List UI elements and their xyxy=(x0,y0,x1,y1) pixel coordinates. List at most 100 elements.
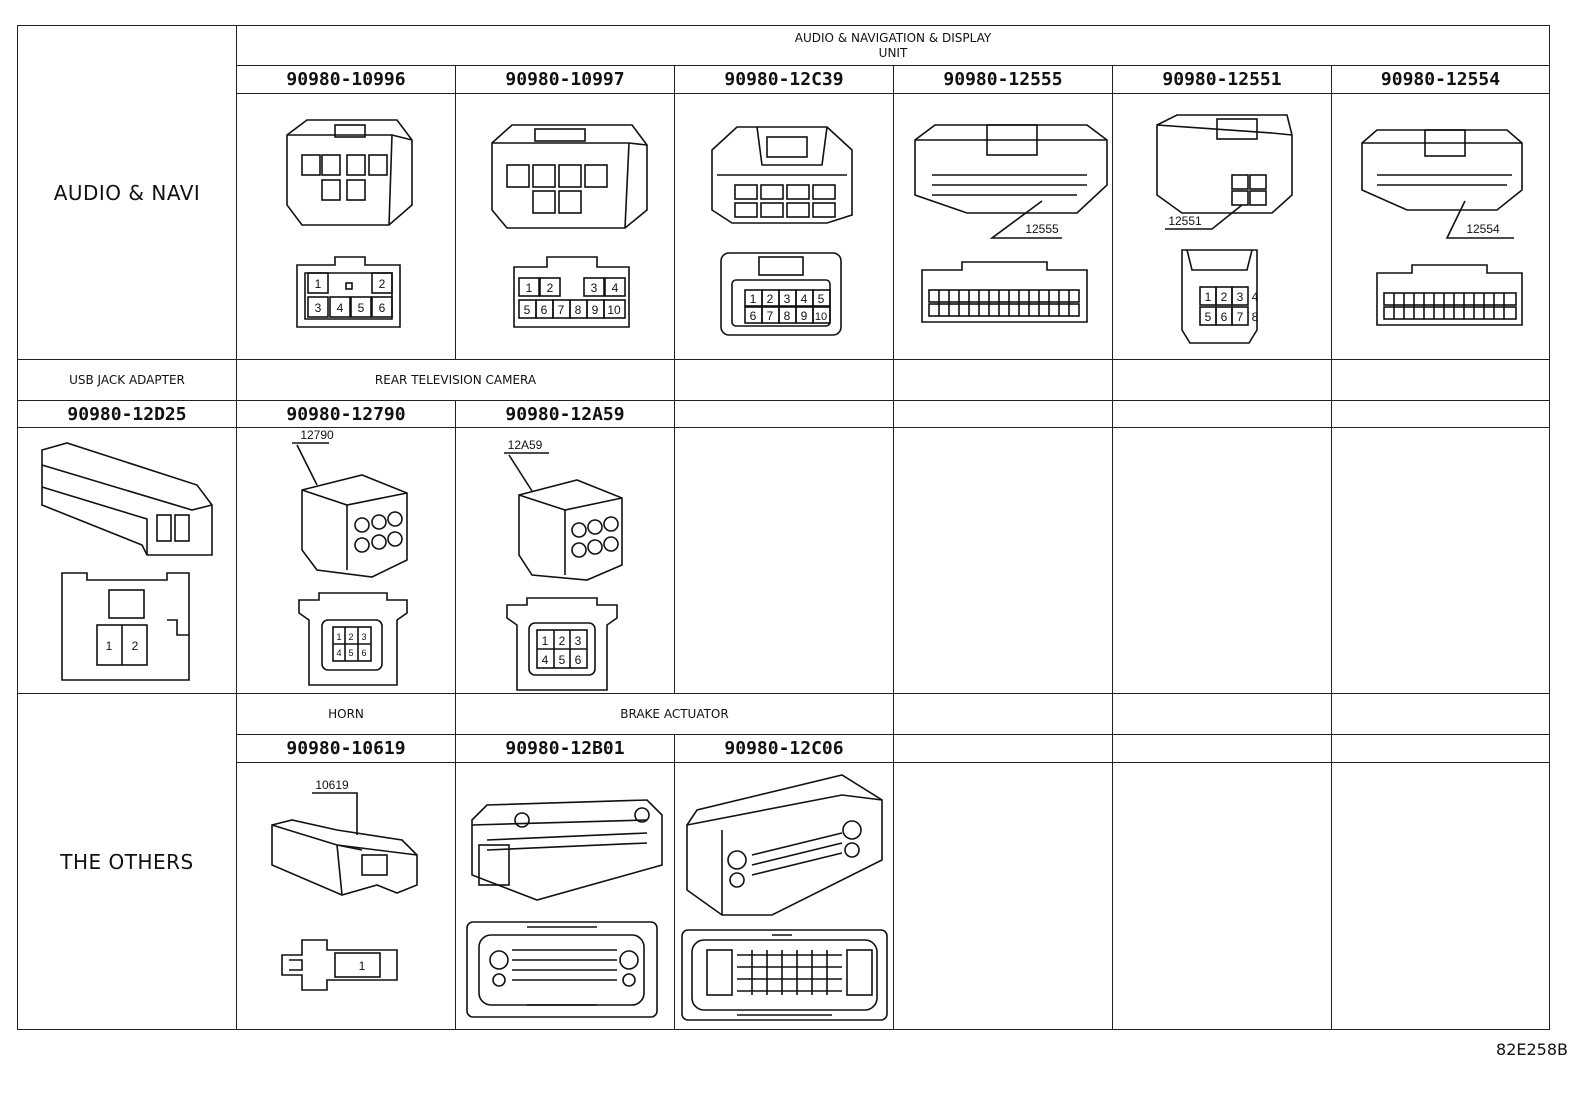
pin-label: 6 xyxy=(750,309,757,323)
callout-leader xyxy=(989,200,1062,239)
pin-label: 7 xyxy=(767,309,774,323)
pin-label: 8 xyxy=(1252,310,1259,324)
header-text: BRAKE ACTUATOR xyxy=(620,706,729,721)
pin-label: 5 xyxy=(524,303,531,317)
pin-label: 8 xyxy=(575,303,582,317)
pin-label: 10 xyxy=(815,311,827,323)
connector-12554-iso-icon xyxy=(1361,129,1523,211)
pin-label: 6 xyxy=(575,653,582,667)
part-number-text: 90980-12C39 xyxy=(724,69,844,90)
connector-12d25-iso-icon xyxy=(41,442,213,556)
connector-12790-iso-icon xyxy=(301,474,408,578)
connector-10997-face xyxy=(513,256,630,328)
connector-10619-iso-icon xyxy=(271,819,418,896)
pin-label: 4 xyxy=(542,653,549,667)
header-line-2: UNIT xyxy=(878,45,908,60)
pin-label: 6 xyxy=(1221,310,1228,324)
connector-12b01-iso-icon xyxy=(471,799,663,901)
part-number-text: 90980-12C06 xyxy=(724,738,844,759)
pin-label: 5 xyxy=(358,301,365,315)
pin-label: 1 xyxy=(750,292,757,306)
header-line-1: AUDIO & NAVIGATION & DISPLAY xyxy=(794,30,992,45)
connector-10996-iso-icon xyxy=(286,119,413,226)
pin-label: 5 xyxy=(559,653,566,667)
connector-12a59-face xyxy=(506,597,618,691)
connector-12790-face xyxy=(298,592,408,686)
pin-label: 6 xyxy=(541,303,548,317)
part-number-text: 90980-12B01 xyxy=(505,738,625,759)
pin-label: 2 xyxy=(1221,290,1228,304)
group-label-text: THE OTHERS xyxy=(60,849,194,874)
pin-label: 6 xyxy=(379,301,386,315)
part-number-text: 90980-12A59 xyxy=(505,403,625,425)
connector-12c39-face xyxy=(720,252,842,336)
callout-leader xyxy=(312,792,358,835)
pin-label: 2 xyxy=(559,634,566,648)
group-label-text: AUDIO & NAVI xyxy=(53,180,201,205)
pin-label: 3 xyxy=(1237,290,1244,304)
connector-12c06-iso-icon xyxy=(686,774,883,916)
connector-12555-iso-icon xyxy=(914,124,1108,214)
pin-label: 3 xyxy=(315,301,322,315)
connector-table: AUDIO & NAVI AUDIO & NAVIGATION & DISPLA… xyxy=(17,25,1579,1048)
pin-label: 6 xyxy=(361,648,366,658)
pin-label: 3 xyxy=(784,292,791,306)
pin-label: 4 xyxy=(336,648,341,658)
callout-leader xyxy=(292,442,329,486)
connector-drawings: 1 2 3 4 5 6 1 2 3 4 5 6 7 8 xyxy=(41,114,1523,1021)
pin-label: 1 xyxy=(542,634,549,648)
pin-label: 1 xyxy=(526,281,533,295)
connector-10996-face xyxy=(296,256,401,328)
callout-10619: 10619 xyxy=(315,778,349,792)
callout-leader xyxy=(1445,200,1514,239)
connector-12554-face xyxy=(1376,264,1523,326)
header-text: REAR TELEVISION CAMERA xyxy=(374,372,537,387)
pin-label: 1 xyxy=(315,277,322,291)
pin-label: 4 xyxy=(1252,290,1259,304)
connector-12d25-face xyxy=(61,572,190,681)
callout-leader xyxy=(504,452,549,492)
part-number-text: 90980-12790 xyxy=(286,403,406,425)
header-text: HORN xyxy=(328,706,364,721)
connector-12551-face xyxy=(1181,249,1258,344)
pin-label: 4 xyxy=(612,281,619,295)
connector-12551-iso-icon xyxy=(1156,114,1293,214)
part-number-text: 90980-10997 xyxy=(505,69,625,90)
pin-label: 3 xyxy=(361,632,366,642)
pin-label: 3 xyxy=(591,281,598,295)
pin-label: 5 xyxy=(818,292,825,306)
pin-label: 9 xyxy=(801,309,808,323)
pin-label: 3 xyxy=(575,634,582,648)
group-label-the-others: THE OTHERS xyxy=(17,693,237,1030)
callout-12790: 12790 xyxy=(300,428,334,442)
empty-drawing-cell xyxy=(1331,762,1550,1030)
pin-label: 5 xyxy=(1205,310,1212,324)
connector-12c39-iso-icon xyxy=(711,126,853,224)
connector-12a59-iso-icon xyxy=(518,479,623,581)
pin-label: 1 xyxy=(1205,290,1212,304)
part-number-text: 90980-10996 xyxy=(286,69,406,90)
pin-label: 1 xyxy=(336,632,341,642)
callout-12555: 12555 xyxy=(1025,222,1059,236)
part-number-text: 90980-12551 xyxy=(1162,69,1282,90)
callout-12a59: 12A59 xyxy=(508,438,543,452)
pin-label: 2 xyxy=(547,281,554,295)
part-number-text: 90980-12D25 xyxy=(67,403,187,425)
pin-label: 1 xyxy=(106,639,113,653)
pin-label: 10 xyxy=(607,303,621,317)
pin-label: 2 xyxy=(767,292,774,306)
pin-label: 4 xyxy=(801,292,808,306)
connector-12555-face xyxy=(921,261,1088,323)
pin-label: 8 xyxy=(784,309,791,323)
pin-label: 1 xyxy=(359,959,366,973)
header-text: USB JACK ADAPTER xyxy=(69,372,185,387)
pin-label: 2 xyxy=(379,277,386,291)
pin-label: 2 xyxy=(132,639,139,653)
part-number-text: 90980-12554 xyxy=(1380,69,1501,90)
connector-12c06-face xyxy=(681,929,888,1021)
pin-label: 2 xyxy=(348,632,353,642)
figure-code: 82E258B xyxy=(1496,1040,1568,1059)
connector-12b01-face xyxy=(466,921,658,1018)
connector-10619-face xyxy=(281,939,398,991)
callout-leader xyxy=(1165,204,1243,230)
